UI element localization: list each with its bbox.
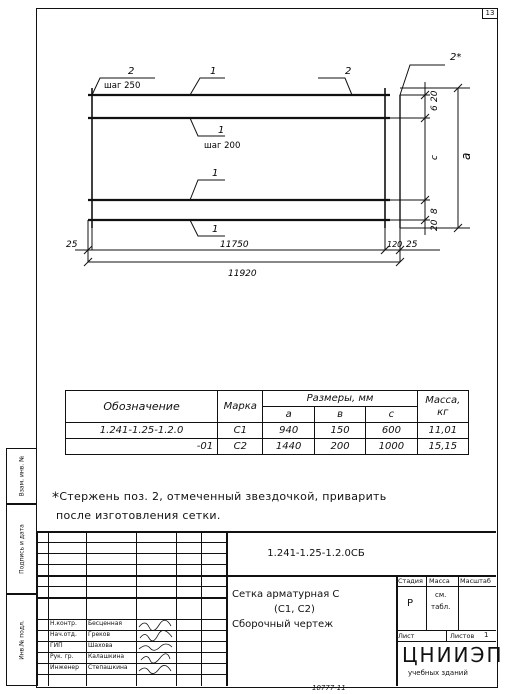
table-row: 1.241-1.25-1.2.0 С1 940 150 600 11,01	[64, 422, 470, 439]
header-sizes: Размеры, мм	[262, 390, 418, 407]
doc-code: 1.241-1.25-1.2.0СБ	[267, 548, 365, 559]
dim-6: 6	[430, 105, 440, 111]
dim-25-right: 25	[406, 240, 418, 250]
stage-header: Стадия	[398, 577, 423, 585]
organization-sub: учебных зданий	[408, 669, 468, 677]
header-mass: Масса, кг	[416, 390, 470, 423]
dim-25-left: 25	[66, 240, 78, 250]
specification-table: Обозначение Марка Размеры, мм Масса, кг …	[64, 390, 470, 455]
header-b: в	[313, 406, 367, 423]
dim-20-top: 20	[430, 90, 440, 102]
mass-value-1: см.	[435, 591, 447, 599]
doc-title-line2: (С1, С2)	[274, 604, 315, 615]
callout-bar1-mid: 1	[218, 125, 224, 136]
sheets-header: Листов	[450, 632, 475, 640]
dim-a: a	[459, 153, 473, 160]
footer-number: 10777-11	[312, 684, 346, 692]
side-stamp: Взам. инв. № Подпись и дата Инв.№ подл.	[0, 448, 36, 686]
dim-120: 120	[387, 240, 402, 249]
side-cell-inv-podl: Инв.№ подл.	[6, 594, 36, 686]
header-designation: Обозначение	[64, 390, 219, 423]
sheet-header: Лист	[398, 632, 415, 640]
organization-name: ЦНИИЭП	[402, 643, 504, 667]
signatures	[138, 619, 173, 674]
title-block: 1.241-1.25-1.2.0СБ Сетка арматурная С (С…	[36, 531, 502, 686]
callout-bar1-bottom: 1	[212, 224, 218, 235]
mass-header: Масса	[429, 577, 450, 585]
callout-bar2-top: 2	[128, 66, 134, 77]
mass-value-2: табл.	[431, 603, 451, 611]
sheet-corner-number: 13	[482, 9, 497, 19]
side-cell-inv-vzam: Взам. инв. №	[6, 448, 36, 504]
drawing-note: *Стержень поз. 2, отмеченный звездочкой,…	[52, 490, 387, 522]
dim-20-bottom: 20	[430, 219, 440, 231]
sheets-value: 1	[484, 631, 489, 639]
header-c: c	[365, 406, 418, 423]
stage-value: Р	[407, 598, 414, 609]
table-row: -01 С2 1440 200 1000 15,15	[64, 438, 470, 455]
doc-title-line1: Сетка арматурная С	[232, 589, 340, 600]
dim-11750: 11750	[220, 240, 249, 250]
callout-bar2-mid: 2	[345, 66, 351, 77]
drawing-frame: 13	[36, 8, 498, 688]
dim-8: 8	[430, 208, 440, 214]
callout-bar1-top: 1	[210, 66, 216, 77]
callout-step-250: шаг 250	[104, 81, 140, 91]
header-mark: Марка	[217, 390, 264, 423]
callout-step-200: шаг 200	[204, 141, 240, 151]
callout-bar1-lower: 1	[212, 168, 218, 179]
scale-header: Масштаб	[460, 577, 491, 585]
side-cell-sign-date: Подпись и дата	[6, 504, 36, 594]
callout-bar2-star: 2*	[450, 52, 461, 63]
dim-c: c	[430, 155, 440, 160]
doc-title-line3: Сборочный чертеж	[232, 619, 334, 630]
dim-11920: 11920	[228, 269, 257, 279]
header-a: a	[262, 406, 315, 423]
